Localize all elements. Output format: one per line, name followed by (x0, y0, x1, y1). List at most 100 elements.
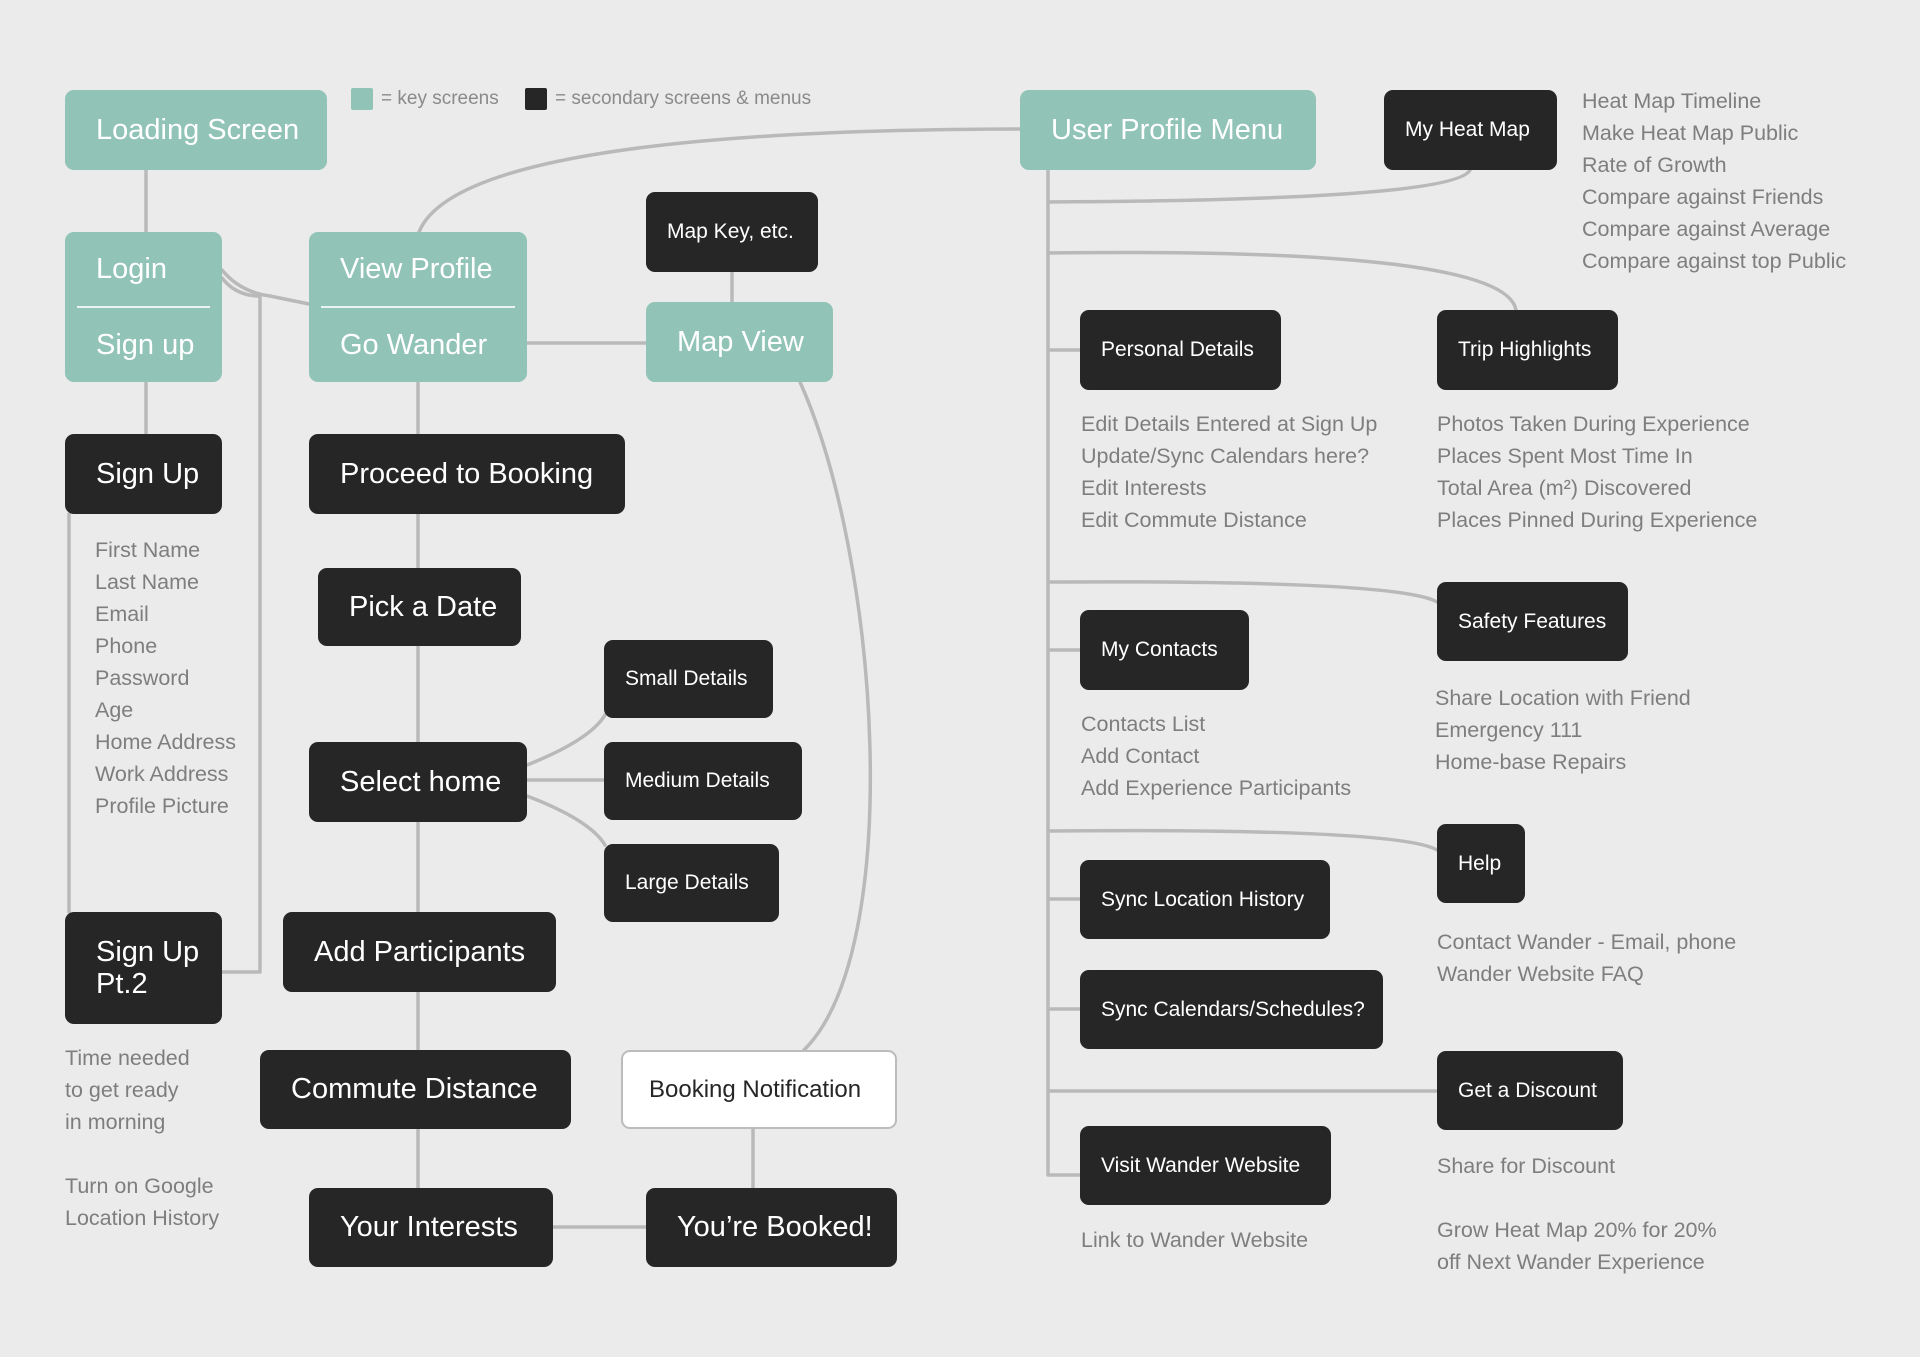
legend-key-swatch (351, 88, 373, 110)
large-details-label: Large Details (625, 871, 749, 894)
map-key-node[interactable]: Map Key, etc. (646, 192, 818, 272)
commute-distance-node[interactable]: Commute Distance (260, 1050, 571, 1129)
sign-up-field: Last Name (95, 570, 199, 594)
safety-features-label: Safety Features (1458, 609, 1607, 633)
help-notes: Contact Wander - Email, phone Wander Web… (1437, 926, 1736, 990)
get-a-discount-note: Grow Heat Map 20% for 20% (1437, 1218, 1717, 1242)
view-profile-item[interactable]: View Profile (309, 232, 527, 306)
get-a-discount-note: off Next Wander Experience (1437, 1250, 1705, 1274)
visit-wander-website-note: Link to Wander Website (1081, 1228, 1309, 1252)
heat-map-note: Compare against top Public (1582, 249, 1847, 273)
sign-up-field: Work Address (95, 762, 229, 786)
sign-up-field: First Name (95, 538, 201, 562)
my-contacts-note: Add Contact (1081, 744, 1200, 768)
visit-wander-website-label: Visit Wander Website (1101, 1153, 1301, 1177)
heat-map-note: Make Heat Map Public (1582, 121, 1799, 145)
sync-calendars-label: Sync Calendars/Schedules? (1101, 997, 1365, 1021)
heat-map-note: Rate of Growth (1582, 153, 1727, 177)
personal-details-note: Update/Sync Calendars here? (1081, 444, 1370, 468)
heat-map-note: Heat Map Timeline (1582, 89, 1762, 113)
sign-up-node[interactable]: Sign Up (65, 434, 222, 514)
loading-screen-node[interactable]: Loading Screen (65, 90, 327, 170)
connector-select-small (525, 713, 607, 767)
sync-location-history-node[interactable]: Sync Location History (1080, 860, 1330, 939)
trip-highlights-node[interactable]: Trip Highlights (1437, 310, 1618, 390)
connector-login-pt2 (220, 276, 262, 974)
my-contacts-notes: Contacts List Add Contact Add Experience… (1081, 708, 1351, 804)
sign-up-pt2-note: Time needed (65, 1046, 190, 1070)
legend-secondary-screens: = secondary screens & menus (525, 88, 811, 110)
connector-loading-userprofile (417, 127, 1022, 234)
help-label: Help (1458, 851, 1502, 875)
trip-highlights-note: Places Spent Most Time In (1437, 444, 1693, 468)
add-participants-node[interactable]: Add Participants (283, 912, 556, 992)
get-a-discount-note: Share for Discount (1437, 1154, 1616, 1178)
my-contacts-note: Add Experience Participants (1081, 776, 1352, 800)
proceed-to-booking-label: Proceed to Booking (340, 457, 594, 490)
help-node[interactable]: Help (1437, 824, 1525, 903)
login-signup-node[interactable]: Login Sign up (65, 232, 222, 382)
medium-details-node[interactable]: Medium Details (604, 742, 802, 820)
go-wander-item[interactable]: Go Wander (309, 308, 527, 382)
my-contacts-note: Contacts List (1081, 712, 1206, 736)
select-home-node[interactable]: Select home (309, 742, 527, 822)
sign-up-pt2-notes: Time needed to get ready in morning Turn… (65, 1042, 219, 1234)
safety-features-note: Home-base Repairs (1435, 750, 1627, 774)
pick-a-date-node[interactable]: Pick a Date (318, 568, 521, 646)
small-details-node[interactable]: Small Details (604, 640, 773, 718)
sign-up-field: Password (95, 666, 190, 690)
youre-booked-node[interactable]: You’re Booked! (646, 1188, 897, 1267)
pick-a-date-label: Pick a Date (349, 590, 498, 623)
add-participants-label: Add Participants (314, 935, 526, 968)
personal-details-note: Edit Interests (1081, 476, 1207, 500)
youre-booked-label: You’re Booked! (677, 1211, 873, 1243)
visit-wander-website-node[interactable]: Visit Wander Website (1080, 1126, 1331, 1205)
your-interests-node[interactable]: Your Interests (309, 1188, 553, 1267)
trip-highlights-note: Places Pinned During Experience (1437, 508, 1758, 532)
proceed-to-booking-node[interactable]: Proceed to Booking (309, 434, 625, 514)
large-details-node[interactable]: Large Details (604, 844, 779, 922)
legend-key-screens: = key screens (351, 88, 499, 110)
trip-highlights-notes: Photos Taken During Experience Places Sp… (1437, 408, 1757, 536)
personal-details-notes: Edit Details Entered at Sign Up Update/S… (1081, 408, 1377, 536)
safety-features-node[interactable]: Safety Features (1437, 582, 1628, 661)
my-contacts-node[interactable]: My Contacts (1080, 610, 1249, 690)
commute-distance-label: Commute Distance (291, 1073, 538, 1105)
help-note: Contact Wander - Email, phone (1437, 930, 1737, 954)
my-heat-map-node[interactable]: My Heat Map (1384, 90, 1557, 170)
legend-key-label: = key screens (381, 88, 499, 109)
sign-up-pt2-note: to get ready (65, 1078, 179, 1102)
loading-screen-label: Loading Screen (96, 113, 300, 146)
login-label: Login (96, 252, 167, 285)
user-profile-menu-node[interactable]: User Profile Menu (1020, 90, 1316, 170)
my-heat-map-label: My Heat Map (1405, 118, 1530, 141)
view-profile-go-wander-node[interactable]: View Profile Go Wander (309, 232, 527, 382)
map-view-node[interactable]: Map View (646, 302, 833, 382)
trip-highlights-label: Trip Highlights (1458, 338, 1592, 361)
connector-heatmap (1046, 168, 1472, 204)
connector-profile-trunk (1046, 168, 1082, 1177)
sync-calendars-node[interactable]: Sync Calendars/Schedules? (1080, 970, 1383, 1049)
your-interests-label: Your Interests (340, 1211, 518, 1243)
connector-mapview-notification (798, 380, 872, 1052)
connector-help (1046, 828, 1439, 852)
sign-up-field: Phone (95, 634, 158, 658)
connector-select-large (525, 794, 607, 847)
sign-up-pt2-line2: Pt.2 (96, 968, 148, 1000)
sign-up-pt2-node[interactable]: Sign Up Pt.2 (65, 912, 222, 1024)
personal-details-node[interactable]: Personal Details (1080, 310, 1281, 390)
signup-label: Sign up (96, 328, 195, 361)
trip-highlights-note: Total Area (m²) Discovered (1437, 476, 1692, 500)
login-item[interactable]: Login (65, 232, 222, 306)
medium-details-label: Medium Details (625, 769, 770, 792)
personal-details-note: Edit Details Entered at Sign Up (1081, 412, 1378, 436)
sign-up-label: Sign Up (96, 457, 200, 490)
personal-details-label: Personal Details (1101, 338, 1254, 361)
get-a-discount-node[interactable]: Get a Discount (1437, 1051, 1623, 1130)
sync-location-history-label: Sync Location History (1101, 887, 1305, 911)
safety-features-note: Emergency 111 (1435, 718, 1583, 742)
signup-item[interactable]: Sign up (65, 308, 222, 382)
heat-map-notes: Heat Map Timeline Make Heat Map Public R… (1582, 85, 1846, 277)
booking-notification-node[interactable]: Booking Notification (621, 1050, 897, 1129)
sign-up-pt2-note: Location History (65, 1206, 220, 1230)
